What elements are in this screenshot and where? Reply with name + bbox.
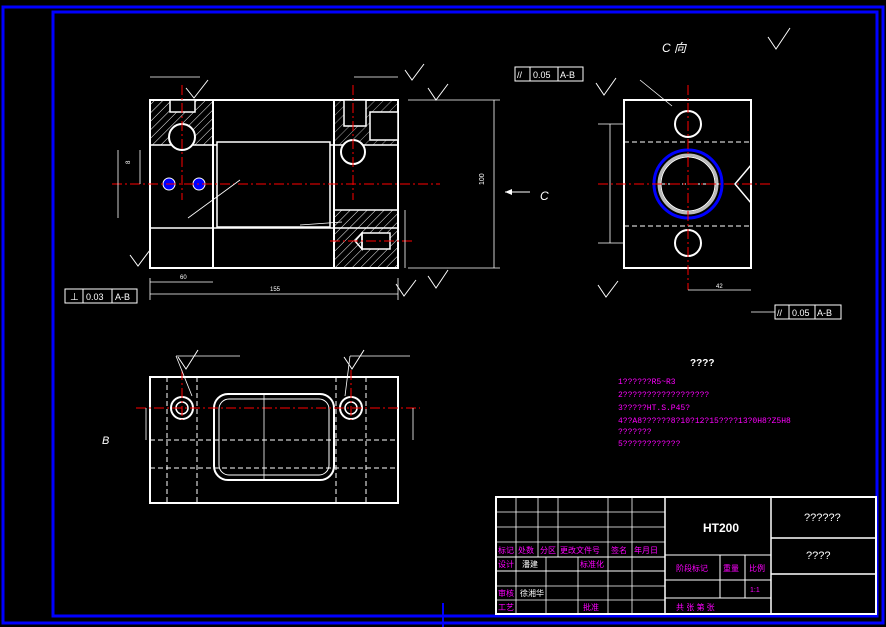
- dim-d3: 8: [126, 160, 132, 164]
- tb-r1-c6: 年月日: [634, 545, 658, 555]
- tolerance-frame-bottom-right: [774, 304, 842, 320]
- section-b-view: [136, 349, 420, 504]
- note-line-4: 4??A8??????8?10?12?15????13?0H8?Z5H8: [618, 417, 791, 426]
- dim-d1: 60: [180, 275, 187, 281]
- tolerance-frame-top-right: [514, 66, 584, 82]
- tb-r4-c4: 批准: [583, 602, 599, 612]
- inner-border: [51, 10, 879, 618]
- drawing-number: ????: [806, 550, 830, 562]
- tol-left-datum: A-B: [115, 292, 130, 302]
- tb-r4-c1: 工艺: [498, 603, 514, 612]
- tol-bottom-right-datum: A-B: [817, 308, 832, 318]
- tb-r1-c4: 更改文件号: [560, 545, 600, 555]
- dim-width: 155: [270, 287, 281, 293]
- note-line-3: 3?????HT.S.P45?: [618, 404, 690, 413]
- drawing-name: ??????: [804, 512, 841, 524]
- tolerance-frame-left: [64, 288, 138, 304]
- section-b-label: B: [102, 435, 109, 447]
- tol-bottom-right-val: 0.05: [792, 308, 810, 318]
- tb-r2-c1: 设计: [498, 559, 514, 569]
- tol-top-right-datum: A-B: [560, 70, 575, 80]
- scale-value: 1:1: [750, 587, 760, 594]
- title-block: [495, 496, 877, 615]
- tb-r1-c3: 分区: [540, 546, 556, 555]
- tb-r2-c4: 标准化: [580, 559, 604, 569]
- dim-d4: 42: [716, 284, 723, 290]
- tol-top-right-sym: //: [517, 70, 523, 80]
- dim-height: 100: [479, 173, 486, 185]
- front-view: [112, 63, 530, 300]
- c-view: [595, 27, 791, 313]
- view-c-title: C 向: [662, 41, 687, 55]
- sheet-text: 共 张 第 张: [676, 602, 715, 612]
- tb-r3-c1: 审核: [498, 588, 514, 598]
- scale-label: 比例: [749, 563, 765, 573]
- note-line-2: 2??????????????????: [618, 391, 709, 400]
- tb-r1-c5: 签名: [611, 545, 627, 555]
- note-line-6: 5????????????: [618, 440, 681, 449]
- weight-label: 重量: [723, 563, 739, 573]
- tol-bottom-right-sym: //: [777, 308, 783, 318]
- stage-label: 阶段标记: [676, 563, 708, 573]
- tb-r2-c2: 潘建: [522, 559, 538, 569]
- notes-title: ????: [690, 358, 714, 369]
- material-label: HT200: [703, 521, 739, 535]
- tol-left-sym: ⊥: [70, 292, 79, 303]
- note-line-5: ???????: [618, 428, 652, 437]
- note-line-1: 1??????R5~R3: [618, 378, 676, 387]
- tb-r1-c1: 标记: [498, 545, 514, 555]
- arrow-c-label: C: [540, 189, 549, 203]
- tol-left-val: 0.03: [86, 292, 104, 302]
- tb-r1-c2: 处数: [518, 545, 534, 555]
- tb-r3-c2: 徐湘华: [520, 588, 544, 598]
- tol-top-right-val: 0.05: [533, 70, 551, 80]
